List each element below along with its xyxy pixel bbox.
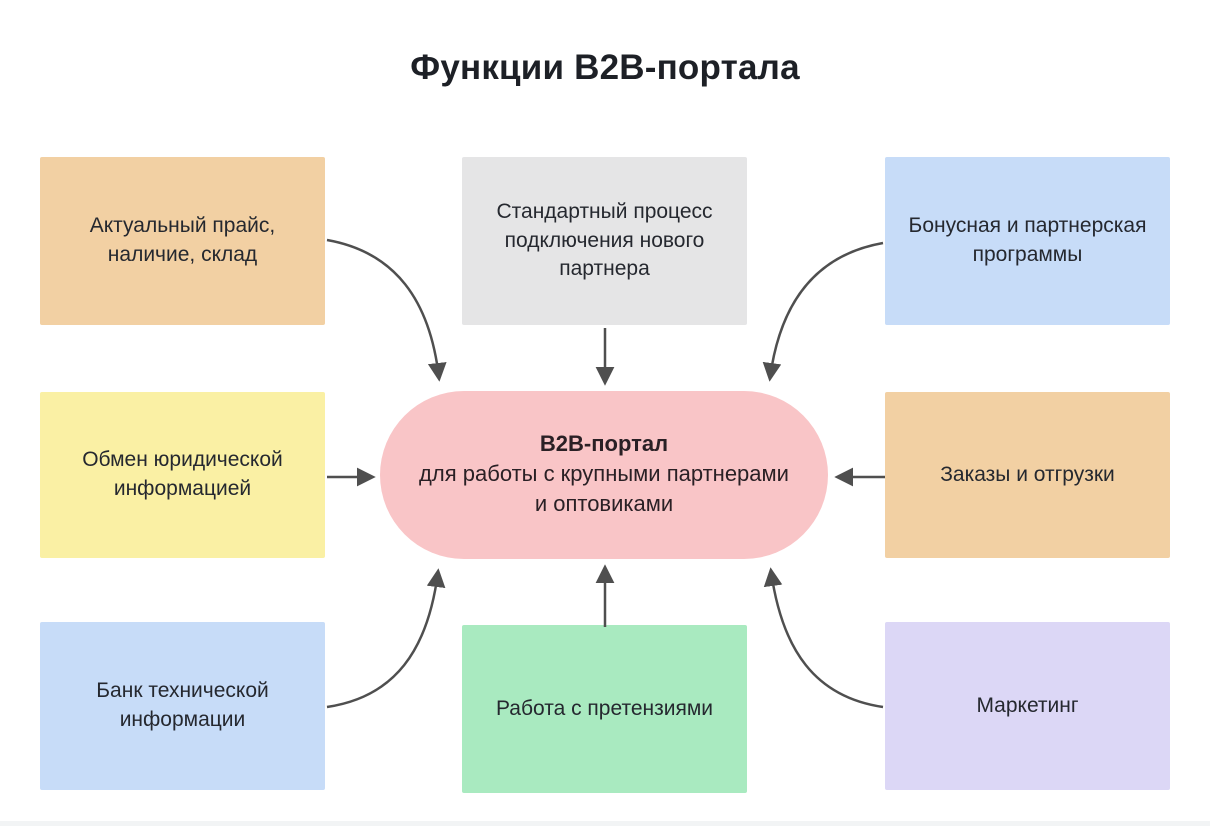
arrow-tech-info-bank-to-center [326,568,446,709]
page-title: Функции B2B-портала [410,48,800,87]
box-bonus-program: Бонусная и партнерская программы [885,157,1170,325]
box-claims-handling: Работа с претензиями [462,625,747,793]
box-tech-info-bank: Банк технической информации [40,622,325,790]
center-node-description: для работы с крупными партнерами и оптов… [419,461,789,516]
arrow-bonus-program-to-center [762,241,884,382]
box-orders-shipments: Заказы и отгрузки [885,392,1170,558]
box-actual-price: Актуальный прайс, наличие, склад [40,157,325,325]
center-node-heading: B2B-портал [539,431,669,457]
arrow-actual-price-to-center [326,238,447,382]
box-marketing: Маркетинг [885,622,1170,790]
arrow-marketing-to-center [763,567,884,709]
center-node-b2b-portal: B2B-портал для работы с крупными партнер… [380,391,828,559]
box-standard-process: Стандартный процесс подключения нового п… [462,157,747,325]
bottom-edge-strip [0,821,1210,826]
box-legal-exchange: Обмен юридической информацией [40,392,325,558]
